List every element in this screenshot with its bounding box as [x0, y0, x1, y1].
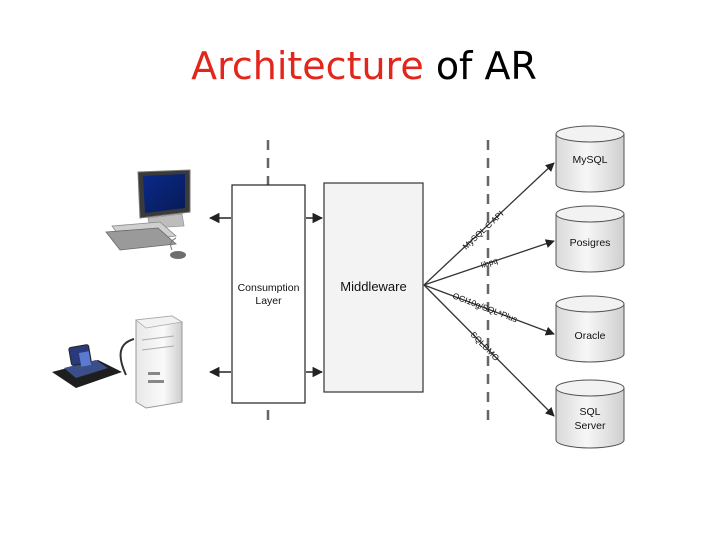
connector-label-sqldmo: SQLDMO: [469, 329, 502, 363]
server-tower-icon: [119, 315, 184, 409]
database-sqlserver: SQL Server: [555, 379, 625, 449]
connector-label-oci: OCI10g/SQL*Plus: [451, 291, 519, 325]
database-mysql: MySQL: [555, 125, 625, 193]
connector-postgres: [423, 239, 555, 286]
database-label-oracle: Oracle: [575, 330, 606, 342]
database-postgres: Posigres: [555, 205, 625, 273]
database-oracle: Oracle: [555, 295, 625, 363]
connector-label-mysql: MySQL C API: [461, 209, 506, 252]
consumption-layer-box: [231, 184, 306, 404]
title-rest: of AR: [435, 44, 537, 88]
database-label-sqlserver-line1: SQL: [579, 406, 600, 418]
database-label-mysql: MySQL: [572, 154, 607, 166]
connector-sqlserver: [423, 284, 555, 417]
consumption-layer-label-line2: Layer: [255, 295, 282, 307]
phone-dock-icon: [52, 344, 122, 388]
desktop-computer-icon: [105, 169, 191, 259]
connector-mysql: [423, 162, 555, 286]
database-label-postgres: Posigres: [570, 237, 611, 249]
database-label-sqlserver-line2: Server: [575, 420, 606, 432]
slide-title: Architecture of AR: [0, 42, 728, 90]
middleware-label: Middleware: [340, 279, 406, 294]
consumption-layer-label-line1: Consumption: [238, 282, 300, 294]
connector-oracle: [423, 284, 555, 336]
connector-label-libpq: libpq: [480, 256, 499, 270]
middleware-box: [323, 182, 424, 393]
title-accent: Architecture: [191, 44, 424, 88]
